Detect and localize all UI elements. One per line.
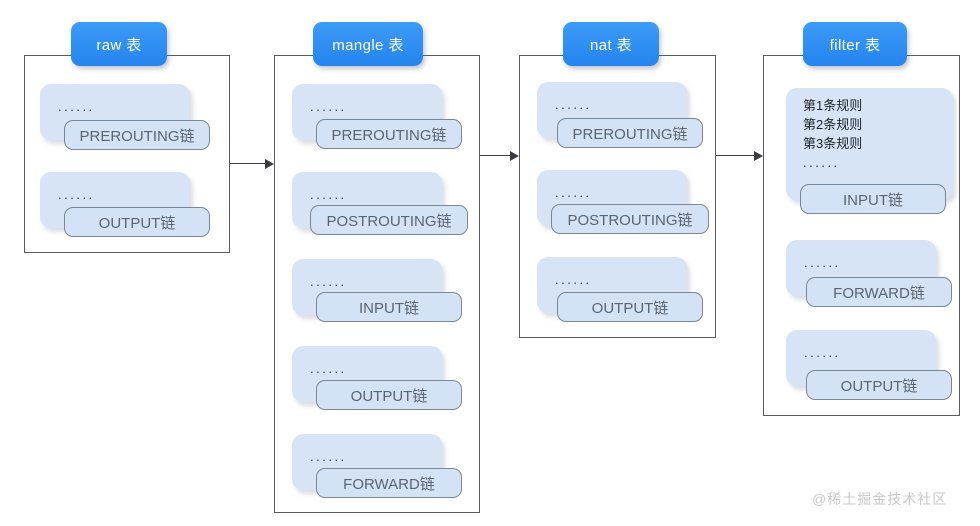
arrow-line-nat-to-filter — [716, 155, 754, 156]
chain-pill-OUTPUT链[interactable]: OUTPUT链 — [557, 292, 703, 322]
chain-rule-list: 第1条规则第2条规则第3条规则...... — [803, 96, 862, 172]
chain-rule-line: 第2条规则 — [803, 117, 863, 132]
arrow-line-mangle-to-nat — [480, 155, 510, 156]
chain-dots: ...... — [310, 274, 347, 289]
chain-pill-FORWARD链[interactable]: FORWARD链 — [806, 277, 952, 307]
chain-dots: ...... — [803, 155, 840, 170]
chain-pill-PREROUTING链[interactable]: PREROUTING链 — [557, 118, 703, 148]
chain-pill-PREROUTING链[interactable]: PREROUTING链 — [316, 119, 462, 149]
chain-dots: ...... — [804, 345, 841, 360]
arrow-line-raw-to-mangle — [230, 163, 265, 164]
table-badge-raw[interactable]: raw 表 — [71, 22, 167, 66]
chain-pill-OUTPUT链[interactable]: OUTPUT链 — [806, 370, 952, 400]
watermark: @稀土掘金技术社区 — [812, 491, 948, 507]
chain-dots: ...... — [555, 185, 592, 200]
chain-dots: ...... — [555, 97, 592, 112]
arrow-head-nat-to-filter — [754, 151, 763, 161]
chain-pill-INPUT链[interactable]: INPUT链 — [800, 184, 946, 214]
table-badge-mangle[interactable]: mangle 表 — [313, 22, 423, 66]
chain-pill-OUTPUT链[interactable]: OUTPUT链 — [64, 207, 210, 237]
chain-dots: ...... — [804, 255, 841, 270]
chain-pill-FORWARD链[interactable]: FORWARD链 — [316, 468, 462, 498]
chain-dots: ...... — [58, 99, 95, 114]
chain-pill-PREROUTING链[interactable]: PREROUTING链 — [64, 120, 210, 150]
arrow-head-raw-to-mangle — [265, 159, 274, 169]
chain-pill-POSTROUTING链[interactable]: POSTROUTING链 — [310, 205, 468, 235]
chain-dots: ...... — [555, 272, 592, 287]
chain-dots: ...... — [58, 187, 95, 202]
arrow-head-mangle-to-nat — [510, 151, 519, 161]
chain-rule-line: 第1条规则 — [803, 98, 863, 113]
chain-dots: ...... — [310, 187, 347, 202]
chain-pill-POSTROUTING链[interactable]: POSTROUTING链 — [551, 204, 709, 234]
table-badge-filter[interactable]: filter 表 — [803, 22, 907, 66]
chain-dots: ...... — [310, 361, 347, 376]
chain-rule-line: 第3条规则 — [803, 136, 863, 151]
chain-dots: ...... — [310, 99, 347, 114]
chain-pill-OUTPUT链[interactable]: OUTPUT链 — [316, 380, 462, 410]
chain-plate — [786, 88, 953, 200]
chain-pill-INPUT链[interactable]: INPUT链 — [316, 292, 462, 322]
table-badge-nat[interactable]: nat 表 — [563, 22, 659, 66]
chain-dots: ...... — [310, 449, 347, 464]
